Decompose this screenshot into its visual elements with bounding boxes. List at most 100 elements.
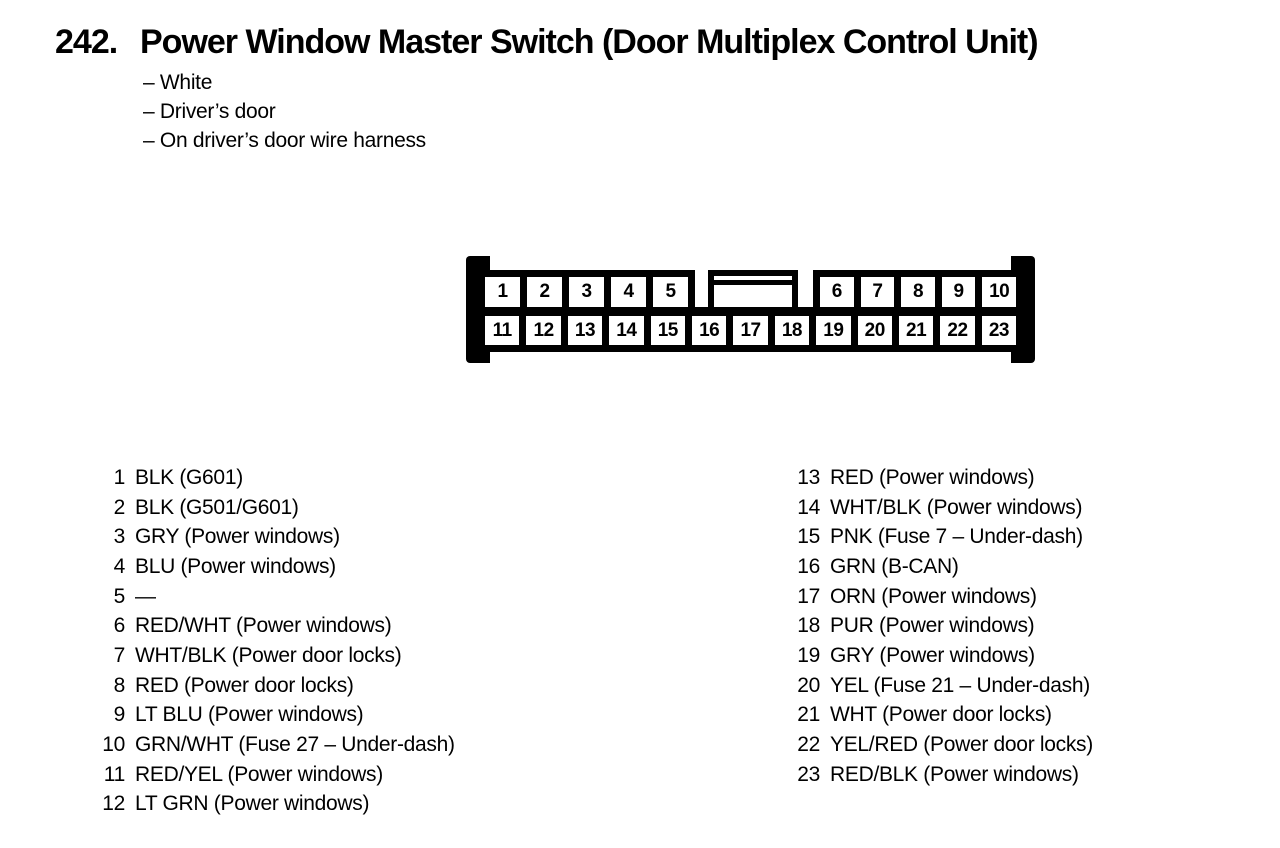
pin-description: RED/YEL (Power windows) bbox=[135, 762, 383, 786]
connector-flange-hook-top-left bbox=[478, 256, 490, 272]
connector-pin-cell-13: 13 bbox=[567, 316, 610, 352]
pin-number: 21 bbox=[797, 703, 820, 727]
connector-pin-cell-11: 11 bbox=[478, 316, 527, 352]
pin-description: YEL (Fuse 21 – Under-dash) bbox=[830, 673, 1090, 697]
pin-legend-row-23: 23 RED/BLK (Power windows) bbox=[786, 760, 1093, 790]
pin-legend-row-22: 22 YEL/RED (Power door locks) bbox=[786, 730, 1093, 760]
connector-pin-cell-14: 14 bbox=[609, 316, 651, 352]
pin-number: 2 bbox=[113, 495, 126, 519]
pin-legend-row-8: 8 RED (Power door locks) bbox=[95, 671, 455, 701]
pin-description: WHT (Power door locks) bbox=[830, 703, 1052, 727]
pin-number: 14 bbox=[797, 495, 820, 519]
connector-pin-cell-17: 17 bbox=[733, 316, 775, 352]
pin-number: 19 bbox=[797, 643, 820, 667]
connector-pin-cell-15: 15 bbox=[650, 316, 692, 352]
pin-description: WHT/BLK (Power door locks) bbox=[135, 643, 402, 667]
pin-number: 22 bbox=[797, 733, 820, 757]
pin-description: RED/WHT (Power windows) bbox=[135, 614, 392, 638]
connector-pin-cell-18: 18 bbox=[774, 316, 817, 352]
connector-pin-cell-1: 1 bbox=[478, 270, 527, 307]
connector-pin-cell-12: 12 bbox=[526, 316, 568, 352]
note-line: – Driver’s door bbox=[143, 99, 276, 123]
pin-description: GRN (B-CAN) bbox=[830, 554, 959, 578]
pin-description: GRN/WHT (Fuse 27 – Under-dash) bbox=[135, 733, 455, 757]
pin-legend-row-4: 4 BLU (Power windows) bbox=[95, 552, 455, 582]
pin-number: 6 bbox=[113, 614, 126, 638]
connector-pin-cell-10: 10 bbox=[982, 270, 1023, 307]
connector-pin-cell-8: 8 bbox=[901, 270, 942, 307]
connector-pin-cell-21: 21 bbox=[898, 316, 941, 352]
note-line: – White bbox=[143, 70, 213, 94]
connector-pin-cell-19: 19 bbox=[816, 316, 858, 352]
pin-legend-row-11: 11 RED/YEL (Power windows) bbox=[95, 760, 455, 790]
pin-description: RED/BLK (Power windows) bbox=[830, 762, 1079, 786]
connector-pin-cell-23: 23 bbox=[981, 316, 1024, 352]
connector-flange-right bbox=[1023, 256, 1035, 363]
connector-keyway bbox=[708, 270, 798, 307]
pin-legend-row-9: 9 LT BLU (Power windows) bbox=[95, 701, 455, 731]
pin-description: BLK (G501/G601) bbox=[135, 495, 299, 519]
pin-description: YEL/RED (Power door locks) bbox=[830, 733, 1093, 757]
pin-description: ORN (Power windows) bbox=[830, 584, 1037, 608]
connector-gap bbox=[695, 270, 708, 307]
pin-legend-row-13: 13 RED (Power windows) bbox=[786, 463, 1093, 493]
pin-description: BLK (G601) bbox=[135, 465, 243, 489]
pin-number: 4 bbox=[113, 554, 126, 578]
pin-number: 8 bbox=[113, 673, 126, 697]
connector-pin-cell-2: 2 bbox=[527, 270, 569, 307]
pin-description: GRY (Power windows) bbox=[830, 643, 1035, 667]
connector-pin-cell-4: 4 bbox=[611, 270, 653, 307]
pin-legend-row-6: 6 RED/WHT (Power windows) bbox=[95, 611, 455, 641]
pin-number: 3 bbox=[113, 525, 126, 549]
pin-legend-row-10: 10 GRN/WHT (Fuse 27 – Under-dash) bbox=[95, 730, 455, 760]
pin-number: 5 bbox=[113, 584, 126, 608]
connector-pin-cell-22: 22 bbox=[940, 316, 982, 352]
pin-legend-row-5: 5— bbox=[95, 582, 455, 612]
pin-number: 7 bbox=[113, 643, 126, 667]
pin-description: WHT/BLK (Power windows) bbox=[830, 495, 1083, 519]
pin-description: RED (Power windows) bbox=[830, 465, 1035, 489]
pin-description: LT GRN (Power windows) bbox=[135, 792, 370, 816]
pin-number: 23 bbox=[797, 762, 820, 786]
connector-pin-cell-3: 3 bbox=[569, 270, 611, 307]
section-number: 242. bbox=[55, 23, 118, 61]
pin-description: — bbox=[135, 584, 156, 608]
connector-pin-cell-6: 6 bbox=[813, 270, 861, 307]
pin-description: LT BLU (Power windows) bbox=[135, 703, 364, 727]
connector-notes: – White– Driver’s door– On driver’s door… bbox=[143, 68, 426, 155]
connector-pin-cell-16: 16 bbox=[691, 316, 734, 352]
pin-number: 16 bbox=[797, 554, 820, 578]
pin-description: BLU (Power windows) bbox=[135, 554, 336, 578]
pin-number: 9 bbox=[113, 703, 126, 727]
section-title: Power Window Master Switch (Door Multipl… bbox=[140, 23, 1039, 61]
pin-description: GRY (Power windows) bbox=[135, 525, 340, 549]
pin-legend-right-column: 13 RED (Power windows) 14 WHT/BLK (Power wi… bbox=[786, 463, 1093, 790]
pin-legend-row-2: 2 BLK (G501/G601) bbox=[95, 493, 455, 523]
pin-description: RED (Power door locks) bbox=[135, 673, 354, 697]
connector-gap bbox=[798, 270, 813, 307]
connector-flange-left bbox=[466, 256, 478, 363]
pin-number: 11 bbox=[103, 762, 126, 786]
connector-pin-cell-20: 20 bbox=[857, 316, 899, 352]
pin-number: 13 bbox=[797, 465, 820, 489]
pin-legend-row-19: 19 GRY (Power windows) bbox=[786, 641, 1093, 671]
pin-number: 15 bbox=[797, 525, 820, 549]
pin-number: 18 bbox=[797, 614, 820, 638]
pin-legend-row-7: 7 WHT/BLK (Power door locks) bbox=[95, 641, 455, 671]
pin-legend-row-14: 14 WHT/BLK (Power windows) bbox=[786, 493, 1093, 523]
pin-number: 10 bbox=[102, 733, 125, 757]
connector-flange-hook-top-right bbox=[1011, 256, 1023, 272]
